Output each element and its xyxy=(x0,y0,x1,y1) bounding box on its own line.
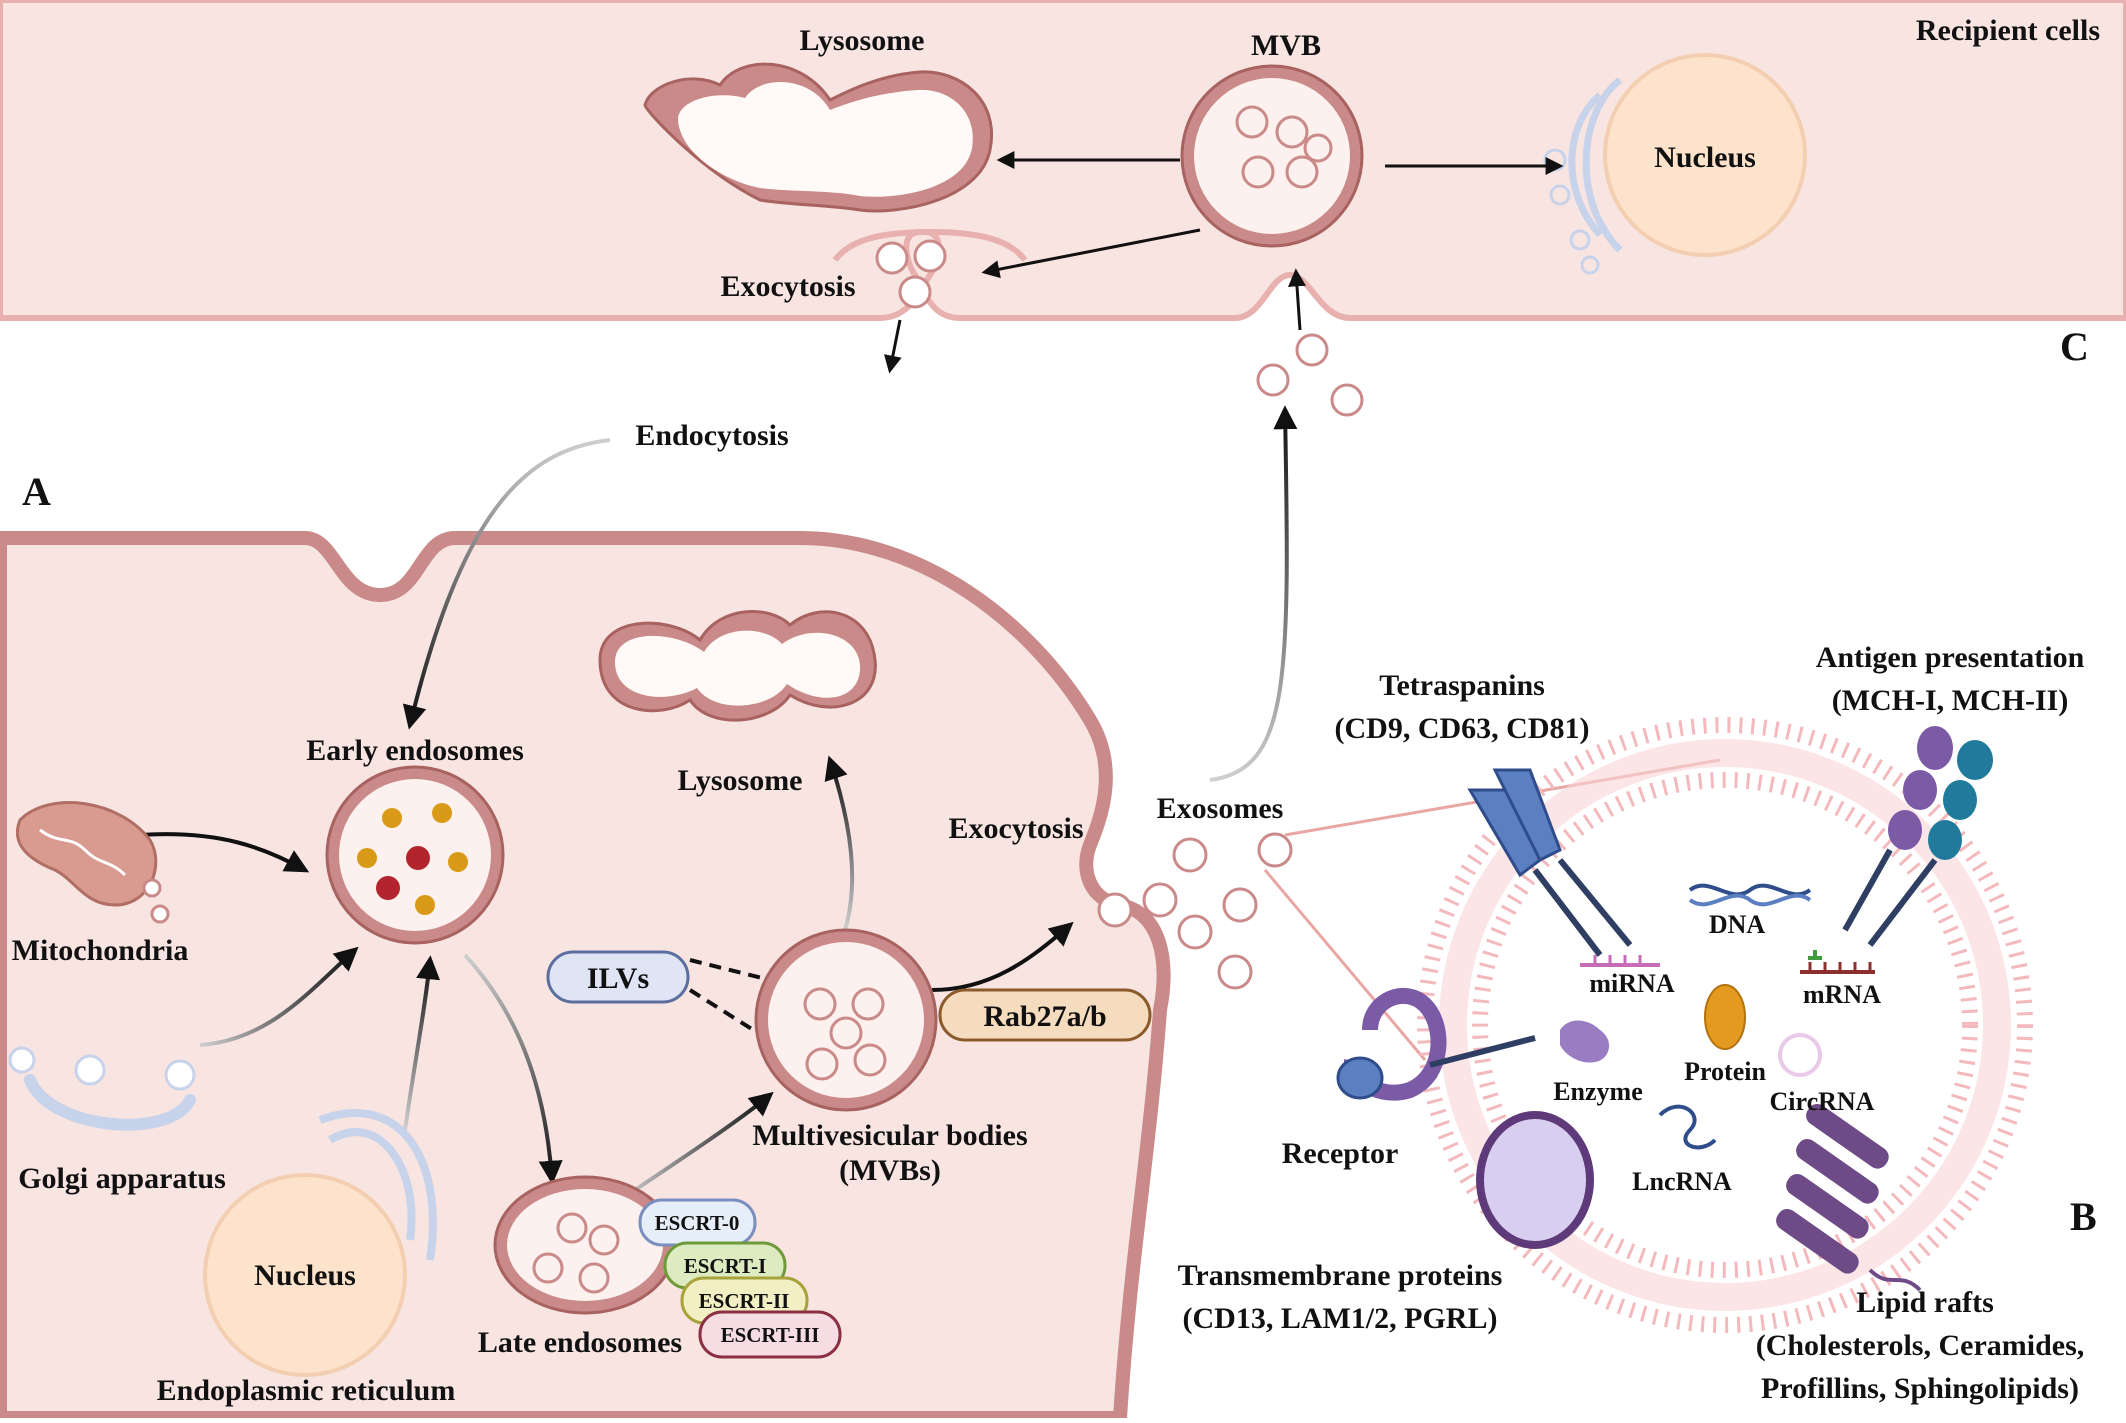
early-endosomes-label: Early endosomes xyxy=(306,734,524,767)
tetraspanins-label-2: (CD9, CD63, CD81) xyxy=(1335,712,1590,745)
recipient-lysosome-label: Lysosome xyxy=(799,24,924,57)
protein-label: Protein xyxy=(1684,1057,1766,1086)
cell-mvb xyxy=(754,928,938,1112)
exosome-detail xyxy=(1336,717,2033,1333)
exosome-inner-leaflet xyxy=(1472,772,1978,1278)
nucleus-label: Nucleus xyxy=(254,1259,356,1292)
mvbs-label-2: (MVBs) xyxy=(839,1154,941,1187)
escrt-ii-label: ESCRT-II xyxy=(699,1289,790,1313)
lncrna-coil xyxy=(1658,1104,1717,1150)
golgi-label: Golgi apparatus xyxy=(18,1162,226,1195)
antigen-label-2: (MCH-I, MCH-II) xyxy=(1832,684,2069,717)
exocytosis-label: Exocytosis xyxy=(949,812,1084,845)
escrt-complexes xyxy=(638,1198,842,1359)
exosome-outer-leaflet xyxy=(1417,717,2033,1333)
mitochondria xyxy=(16,801,170,924)
recipient-mvb-label: MVB xyxy=(1251,29,1321,62)
recipient-exocytosis-label: Exocytosis xyxy=(721,270,856,303)
tetraspanins-label-1: Tetraspanins xyxy=(1379,669,1545,702)
recipient-nucleus-label: Nucleus xyxy=(1654,141,1756,174)
mitochondria-label: Mitochondria xyxy=(12,934,189,967)
escrt-iii-pill xyxy=(698,1310,842,1359)
endocytosis-label: Endocytosis xyxy=(635,419,788,452)
free-exosomes-top xyxy=(1256,333,1364,417)
er-label: Endoplasmic reticulum xyxy=(157,1374,456,1407)
enzyme-label: Enzyme xyxy=(1553,1077,1643,1106)
lysosome-label: Lysosome xyxy=(677,764,802,797)
late-endosomes-label: Late endosomes xyxy=(478,1326,682,1359)
lipid-rafts-label-2: (Cholesterols, Ceramides, xyxy=(1756,1329,2085,1362)
mrna-label: mRNA xyxy=(1803,980,1881,1009)
transmembrane-label-1: Transmembrane proteins xyxy=(1178,1259,1503,1292)
receptor-protein xyxy=(1336,987,1536,1101)
rab-label: Rab27a/b xyxy=(983,1000,1106,1033)
exosomes-label: Exosomes xyxy=(1157,792,1284,825)
protein-blob xyxy=(1704,984,1746,1050)
rab-pill xyxy=(938,988,1152,1042)
early-endosome xyxy=(325,765,505,945)
main-cell-arrows xyxy=(139,405,1298,1202)
circrna-ring xyxy=(1778,1033,1822,1077)
golgi-apparatus xyxy=(8,1046,196,1131)
receptor-label: Receptor xyxy=(1282,1137,1399,1170)
ilvs-pill xyxy=(546,950,690,1004)
panel-c-label: C xyxy=(2060,324,2089,369)
recipient-nucleus xyxy=(1543,53,1807,275)
mirna-label: miRNA xyxy=(1589,969,1674,998)
dna-label: DNA xyxy=(1709,910,1766,939)
antigen-presentation-protein xyxy=(1842,726,1993,947)
enzyme-blob xyxy=(1560,1020,1610,1063)
ilvs-label: ILVs xyxy=(587,962,649,995)
transmembrane-label-2: (CD13, LAM1/2, PGRL) xyxy=(1183,1302,1498,1335)
recipient-mvb xyxy=(1180,64,1364,248)
tetraspanin-protein xyxy=(1467,768,1633,957)
transmembrane-protein xyxy=(1476,1111,1594,1249)
dna-strand xyxy=(1688,883,1812,897)
mvbs-label-1: Multivesicular bodies xyxy=(752,1119,1027,1152)
cell-lysosome xyxy=(598,610,877,722)
escrt-0-label: ESCRT-0 xyxy=(655,1211,740,1235)
circrna-label: CircRNA xyxy=(1770,1087,1875,1116)
labels: A B C Recipient cells Lysosome MVB Nucle… xyxy=(12,14,2100,1407)
panel-a-label: A xyxy=(22,469,51,514)
lncrna-label: LncRNA xyxy=(1632,1167,1732,1196)
er-nucleus xyxy=(203,1109,437,1377)
antigen-label-1: Antigen presentation xyxy=(1816,641,2085,674)
recipient-exocytosis-pit xyxy=(832,228,1028,309)
exosome-cargo xyxy=(1560,883,1875,1150)
recipient-arrows xyxy=(883,151,1564,374)
escrt-i-label: ESCRT-I xyxy=(684,1254,767,1278)
panel-b-label: B xyxy=(2070,1194,2097,1239)
lipid-raft-protein xyxy=(1776,1103,1922,1292)
exosomes-cluster xyxy=(1097,832,1293,990)
lipid-rafts-label-3: Profillins, Sphingolipids) xyxy=(1761,1372,2079,1405)
pills xyxy=(546,950,1152,1042)
escrt-iii-label: ESCRT-III xyxy=(721,1323,820,1347)
late-endosome xyxy=(493,1175,677,1315)
recipient-title: Recipient cells xyxy=(1916,14,2100,47)
recipient-lysosome xyxy=(643,62,993,213)
lipid-rafts-label-1: Lipid rafts xyxy=(1856,1286,1994,1319)
